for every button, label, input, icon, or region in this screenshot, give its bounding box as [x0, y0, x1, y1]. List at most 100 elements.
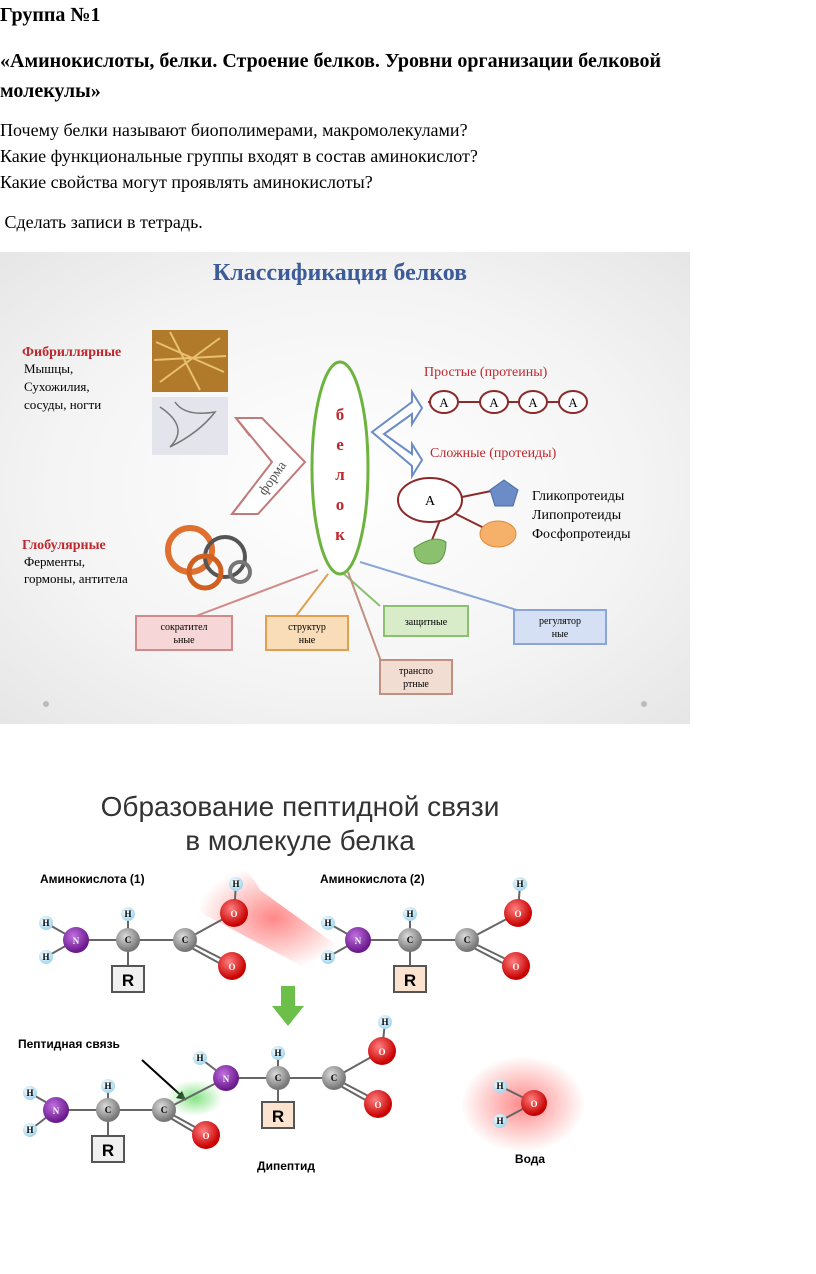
c-atom [173, 928, 197, 952]
phospho-shape [413, 538, 447, 565]
complex-a-label: А [425, 494, 436, 509]
svg-text:H: H [324, 918, 331, 928]
svg-text:N: N [355, 936, 362, 946]
chain-a-1: А [439, 395, 449, 410]
complex-type-1: Гликопротеиды [532, 489, 625, 504]
svg-text:H: H [324, 952, 331, 962]
center-letter-3: л [335, 465, 345, 484]
function-4-line1: регулятор [539, 616, 581, 627]
svg-text:O: O [228, 962, 235, 972]
svg-text:C: C [275, 1073, 282, 1083]
o-atom [192, 1121, 220, 1149]
h-atom [271, 1046, 285, 1060]
function-4-line2: ные [552, 629, 569, 640]
r-group-2 [393, 965, 427, 993]
globular-protein-image [165, 525, 252, 591]
fibrillar-line-2: Сухожилия, [24, 379, 90, 394]
svg-text:H: H [196, 1053, 203, 1063]
dipeptide-label: Дипептид [257, 1159, 315, 1173]
complex-type-3: Фосфопротеиды [532, 527, 631, 542]
svg-text:H: H [232, 879, 239, 889]
peptide-bond-slide: Образование пептидной связи в молекуле б… [0, 780, 600, 1200]
fibrillar-line-1: Мышцы, [24, 361, 73, 376]
amino-chain: А А А А [429, 390, 588, 414]
h-atom [23, 1086, 37, 1100]
function-box-regulatory: регулятор ные [513, 609, 607, 645]
glyco-pentagon [489, 479, 519, 507]
svg-text:H: H [124, 909, 131, 919]
svg-text:C: C [182, 935, 189, 945]
svg-text:O: O [230, 909, 237, 919]
r-group-1 [111, 965, 145, 993]
peptide-bond-diagram: Образование пептидной связи в молекуле б… [18, 791, 585, 1173]
function-1-line1: сократител [161, 622, 208, 633]
o-atom [521, 1090, 547, 1116]
svg-text:O: O [530, 1099, 537, 1109]
o-atom [502, 952, 530, 980]
protein-ellipse [310, 360, 370, 576]
peptide-bond-glow [167, 1080, 223, 1116]
svg-text:H: H [406, 909, 413, 919]
function-box-transport: транспо ртные [379, 659, 453, 695]
type-arrows [370, 388, 424, 480]
question-3: Какие свойства могут проявлять аминокисл… [0, 172, 373, 192]
c-atom [398, 928, 422, 952]
fibrillar-heading: Фибриллярные [22, 345, 121, 360]
n-atom [213, 1065, 239, 1091]
svg-text:C: C [331, 1073, 338, 1083]
peptide-bond-label: Пептидная связь [18, 1037, 120, 1051]
function-5-line1: транспо [399, 666, 433, 677]
fibrillar-image-2 [152, 397, 228, 455]
h-atom [229, 877, 243, 891]
o-atom [220, 899, 248, 927]
svg-text:C: C [161, 1105, 168, 1115]
function-box-contractile: сократител ьные [135, 615, 233, 651]
chain-a-4: А [568, 395, 578, 410]
document-title: «Аминокислоты, белки. Строение белков. У… [0, 46, 816, 106]
center-letter-2: е [336, 435, 344, 454]
h-atom [121, 907, 135, 921]
function-2-line2: ные [299, 635, 316, 646]
dipeptide-r-group-1 [91, 1135, 125, 1163]
lipo-cloud [479, 520, 517, 548]
c-atom [455, 928, 479, 952]
h-atom [513, 877, 527, 891]
h-atom [193, 1051, 207, 1065]
dipeptide-r-group-2 [261, 1101, 295, 1129]
svg-text:C: C [125, 935, 132, 945]
svg-text:C: C [464, 935, 471, 945]
dipeptide-r-group-2-label: R [272, 1107, 284, 1126]
c-atom [96, 1098, 120, 1122]
h-atom [39, 950, 53, 964]
svg-text:C: C [105, 1105, 112, 1115]
o-atom [504, 899, 532, 927]
chain-a-2: А [489, 395, 499, 410]
complex-proteins-label: Сложные (протеиды) [430, 446, 557, 461]
h-atom [403, 907, 417, 921]
question-2: Какие функциональные группы входят в сос… [0, 146, 478, 166]
h-atom [378, 1015, 392, 1029]
classification-slide: Классификация белков Фибриллярные Мышцы,… [0, 252, 690, 724]
n-atom [43, 1097, 69, 1123]
group-heading: Группа №1 [0, 4, 101, 26]
fibrillar-line-3: сосуды, ногти [24, 397, 101, 412]
center-letter-1: б [336, 405, 345, 424]
function-1-line2: ьные [173, 635, 195, 646]
c-atom [322, 1066, 346, 1090]
reaction-arrow [272, 986, 304, 1026]
h-atom [321, 916, 335, 930]
svg-text:H: H [496, 1116, 503, 1126]
svg-text:O: O [378, 1047, 385, 1057]
chain-a-3: А [528, 395, 538, 410]
svg-text:H: H [381, 1017, 388, 1027]
slide2-title-line2: в молекуле белка [185, 825, 415, 856]
forma-arrow [229, 417, 307, 515]
svg-text:O: O [202, 1131, 209, 1141]
svg-text:N: N [223, 1074, 230, 1084]
title-line-1: «Аминокислоты, белки. Строение белков. У… [0, 50, 662, 72]
h-atom [23, 1123, 37, 1137]
svg-text:H: H [42, 952, 49, 962]
o-atom [368, 1037, 396, 1065]
water-label: Вода [515, 1152, 545, 1166]
svg-text:O: O [514, 909, 521, 919]
